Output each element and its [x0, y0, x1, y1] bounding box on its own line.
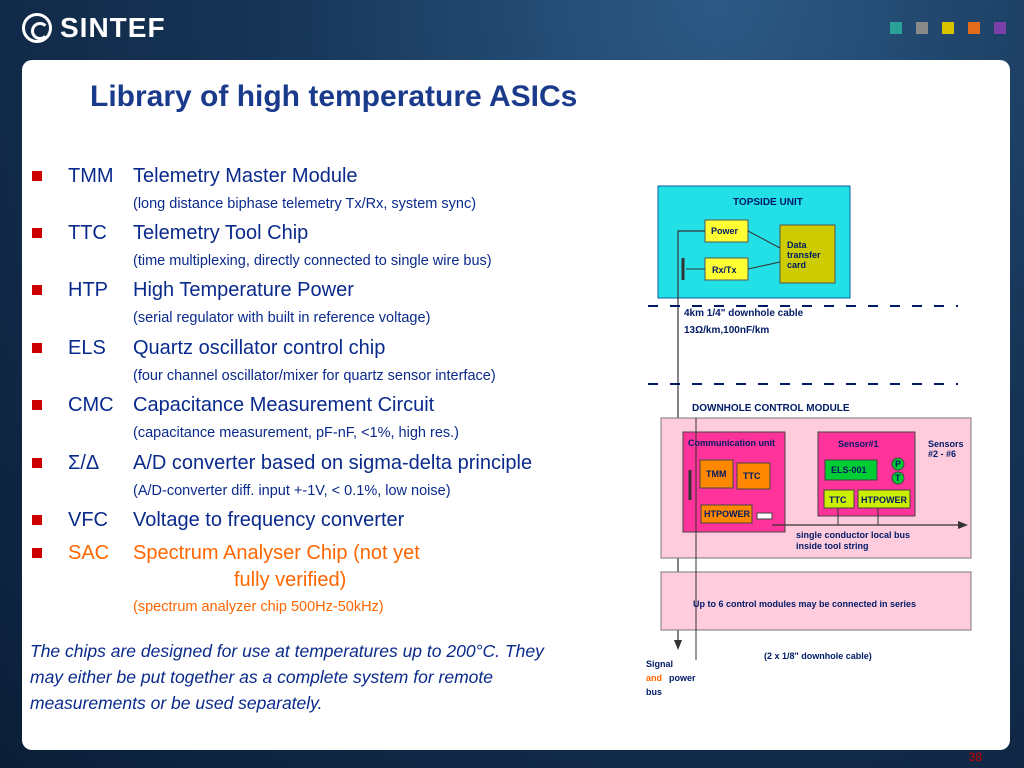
data-transfer-card-box: [779, 224, 836, 284]
item-abbr-els: ELS: [68, 337, 106, 359]
series-modules-box: [660, 571, 972, 631]
slide-content-area: [22, 60, 1010, 750]
data-transfer-card-label: Data transfer card: [787, 240, 821, 270]
square-yellow: [942, 22, 954, 34]
header-bar: SINTEF: [0, 0, 1024, 60]
els001-label: ELS-001: [831, 465, 867, 475]
local-bus-arrowhead: [958, 521, 968, 529]
cable-label-1: 4km 1/4" downhole cable: [684, 308, 804, 319]
htpower2-label: HTPOWER: [861, 495, 907, 505]
cable-label-2: 13Ω/km,100nF/km: [684, 325, 770, 336]
slide-title: Library of high temperature ASICs: [90, 80, 578, 113]
item-sub-tmm: (long distance biphase telemetry Tx/Rx, …: [133, 196, 477, 212]
item-desc-cmc: Capacitance Measurement Circuit: [133, 394, 435, 416]
item-desc-htp: High Temperature Power: [133, 279, 354, 301]
downhole-control-module-label: DOWNHOLE CONTROL MODULE: [692, 403, 850, 414]
communication-unit-label: Communication unit: [688, 438, 775, 448]
bullet-marker: [32, 228, 42, 238]
item-abbr-cmc: CMC: [68, 394, 114, 416]
bullet-marker: [32, 400, 42, 410]
sintef-logo: SINTEF: [22, 10, 166, 46]
square-teal: [890, 22, 902, 34]
ttc-box: [736, 462, 771, 490]
tmm-label: TMM: [706, 469, 727, 479]
and-label: and: [646, 673, 663, 683]
sensor1-label: Sensor#1: [838, 439, 879, 449]
logo-text: SINTEF: [60, 12, 166, 43]
item-abbr-vfc: VFC: [68, 509, 108, 531]
connector-box: [756, 512, 773, 520]
ttc2-box: [823, 489, 855, 509]
footnote-text: The chips are designed for use at temper…: [30, 641, 544, 713]
topside-unit-label: TOPSIDE UNIT: [733, 197, 803, 208]
item-sub-cmc: (capacitance measurement, pF-nF, <1%, hi…: [133, 425, 459, 441]
ttc-label: TTC: [743, 471, 761, 481]
t-label: T: [895, 473, 901, 483]
item-desc-tmm: Telemetry Master Module: [133, 165, 358, 187]
ttc2-label: TTC: [829, 495, 847, 505]
sintef-logo-icon: [22, 13, 52, 43]
signal-label: Signal: [646, 659, 674, 669]
item-abbr-sac: SAC: [68, 542, 110, 564]
signal-bus-arrowhead: [674, 640, 682, 650]
square-gray: [916, 22, 928, 34]
item-desc-els: Quartz oscillator control chip: [133, 337, 386, 359]
item-desc-sigma-delta: A/D converter based on sigma-delta princ…: [133, 452, 533, 474]
item-abbr-ttc: TTC: [68, 222, 107, 244]
htpower-label: HTPOWER: [704, 509, 750, 519]
item-abbr-htp: HTP: [68, 279, 108, 301]
htpower-box: [700, 504, 753, 524]
els001-box: [824, 459, 878, 481]
t-circle: [891, 471, 905, 485]
bullet-marker: [32, 458, 42, 468]
square-orange: [968, 22, 980, 34]
page-number: 38: [968, 750, 982, 764]
series-modules-label: Up to 6 control modules may be connected…: [693, 599, 917, 609]
item-desc-sac: Spectrum Analyser Chip (not yet: [133, 542, 420, 564]
power-bus-label: power: [669, 673, 696, 683]
power-label: Power: [711, 226, 739, 236]
bullet-marker: [32, 343, 42, 353]
square-purple: [994, 22, 1006, 34]
tmm-box: [699, 459, 734, 489]
item-sub-htp: (serial regulator with built in referenc…: [133, 310, 431, 326]
bullet-marker: [32, 548, 42, 558]
item-sub-sigma-delta: (A/D-converter diff. input +-1V, < 0.1%,…: [133, 483, 451, 499]
htpower2-box: [857, 489, 911, 509]
item-abbr-tmm: TMM: [68, 165, 114, 187]
color-squares: [890, 22, 1006, 34]
local-bus-label: single conductor local bus inside tool s…: [796, 530, 911, 551]
item-desc-vfc: Voltage to frequency converter: [133, 509, 405, 531]
item-desc-ttc: Telemetry Tool Chip: [133, 222, 309, 244]
bus-label: bus: [646, 687, 663, 697]
item-sub-sac: (spectrum analyzer chip 500Hz-50kHz): [133, 599, 384, 615]
topside-wire: [747, 261, 781, 270]
item-abbr-sigma-delta: Σ/Δ: [68, 452, 100, 474]
item-desc-sac-2: fully verified): [234, 569, 347, 591]
item-sub-els: (four channel oscillator/mixer for quart…: [133, 368, 496, 384]
item-sub-ttc: (time multiplexing, directly connected t…: [133, 253, 492, 269]
bullet-marker: [32, 515, 42, 525]
bullet-marker: [32, 171, 42, 181]
sensors-2-6-label: Sensors #2 - #6: [928, 439, 964, 459]
p-label: P: [895, 459, 902, 469]
downhole-cable-label: (2 x 1/8" downhole cable): [764, 651, 872, 661]
topside-wire: [747, 230, 781, 249]
p-circle: [891, 457, 905, 471]
bullet-marker: [32, 285, 42, 295]
rxtx-label: Rx/Tx: [712, 265, 737, 275]
